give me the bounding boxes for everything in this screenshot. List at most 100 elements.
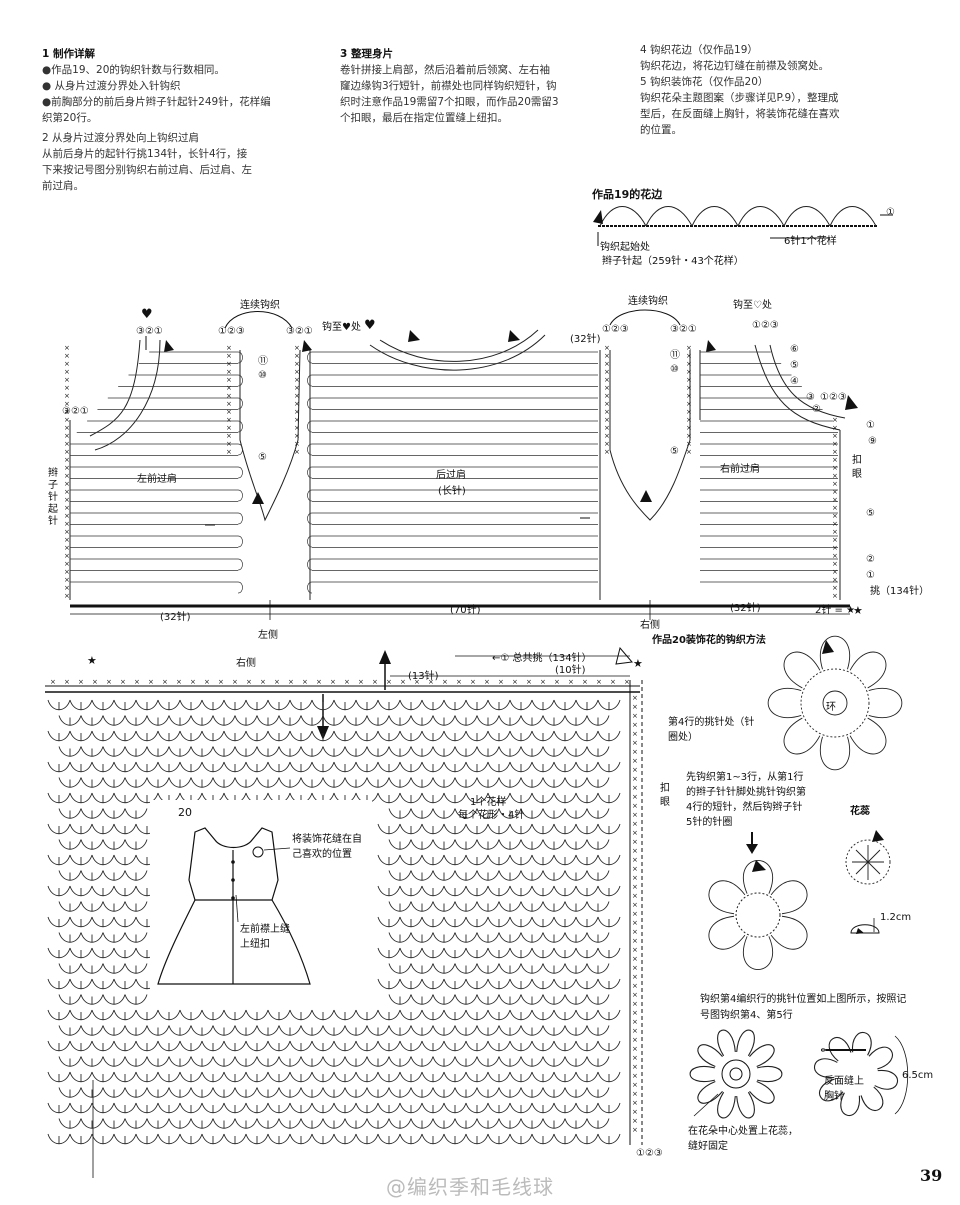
svg-text:×: × — [226, 448, 232, 456]
svg-text:×: × — [226, 408, 232, 416]
svg-text:×: × — [64, 472, 70, 480]
left-front-yoke-label: 左前过肩 — [137, 474, 177, 485]
step5-line: 5 钩织装饰花（仅作品20） — [640, 76, 769, 88]
svg-text:×: × — [64, 560, 70, 568]
svg-text:×: × — [632, 928, 638, 936]
svg-text:×: × — [832, 552, 838, 560]
svg-text:×: × — [632, 712, 638, 720]
center-note: 在花朵中心处置上花蕊，缝好固定 — [688, 1126, 798, 1152]
svg-text:×: × — [686, 400, 692, 408]
svg-text:×: × — [632, 865, 638, 873]
svg-text:×: × — [632, 703, 638, 711]
stamen-title: 花蕊 — [850, 806, 870, 817]
repeat-label-b: 每个花形・4针 — [458, 810, 525, 821]
svg-text:×: × — [386, 678, 392, 686]
step4-line: 4 钩织花边（仅作品19） — [640, 44, 758, 56]
svg-text:×: × — [148, 678, 154, 686]
svg-text:×: × — [832, 424, 838, 432]
row-num-right: ① — [866, 420, 875, 431]
svg-text:×: × — [686, 416, 692, 424]
svg-text:×: × — [632, 1027, 638, 1035]
svg-text:×: × — [484, 678, 490, 686]
right-side-label: 右侧 — [640, 620, 660, 631]
continue-label-right: 连续钩织 — [628, 296, 668, 307]
step1-title: 1 制作详解 — [42, 48, 95, 60]
svg-text:×: × — [632, 1099, 638, 1107]
svg-text:×: × — [64, 512, 70, 520]
svg-text:×: × — [632, 748, 638, 756]
svg-text:×: × — [604, 424, 610, 432]
svg-text:×: × — [64, 448, 70, 456]
step1-block: 1 制作详解 ●作品19、20的钩织针数与行数相同。 ● 从身片过渡分界处入针钩… — [42, 46, 312, 194]
two-stitches-label: 2针 = ★ — [815, 605, 856, 616]
row-num-right: ③ — [806, 392, 815, 403]
svg-text:×: × — [274, 678, 280, 686]
svg-text:×: × — [832, 544, 838, 552]
svg-text:×: × — [632, 1036, 638, 1044]
svg-text:×: × — [604, 432, 610, 440]
body-buttonhole-label: 扣眼 — [660, 783, 670, 808]
svg-text:×: × — [64, 416, 70, 424]
svg-text:×: × — [294, 408, 300, 416]
row-labels: ③②① — [136, 326, 163, 337]
row-labels: ①②③ — [820, 392, 847, 403]
row-num-right: ⑨ — [868, 436, 877, 447]
svg-text:×: × — [456, 678, 462, 686]
svg-text:×: × — [604, 408, 610, 416]
svg-text:×: × — [604, 440, 610, 448]
right-front-yoke-label: 右前过肩 — [720, 464, 760, 475]
svg-text:×: × — [526, 678, 532, 686]
svg-text:×: × — [632, 874, 638, 882]
svg-text:×: × — [832, 480, 838, 488]
svg-text:×: × — [64, 552, 70, 560]
svg-text:×: × — [632, 730, 638, 738]
svg-text:×: × — [226, 424, 232, 432]
svg-text:×: × — [330, 678, 336, 686]
svg-text:×: × — [632, 802, 638, 810]
svg-text:×: × — [632, 919, 638, 927]
svg-text:×: × — [832, 520, 838, 528]
svg-text:×: × — [686, 384, 692, 392]
edging-start-label: 钩织起始处 — [600, 242, 650, 253]
svg-text:×: × — [344, 678, 350, 686]
step2-line: 前过肩。 — [42, 180, 84, 192]
svg-text:×: × — [632, 1090, 638, 1098]
svg-text:×: × — [78, 678, 84, 686]
svg-text:×: × — [294, 360, 300, 368]
row-labels: ①②③ — [752, 320, 779, 331]
svg-text:×: × — [632, 811, 638, 819]
svg-text:×: × — [632, 793, 638, 801]
buttonhole-label: 扣眼 — [852, 455, 862, 480]
svg-text:×: × — [632, 829, 638, 837]
row-num: ⑩ — [670, 364, 679, 375]
svg-text:×: × — [832, 592, 838, 600]
svg-text:×: × — [832, 536, 838, 544]
step5-line: 型后，在反面缝上胸针，将装饰花缝在喜欢 — [640, 108, 840, 120]
svg-text:×: × — [832, 472, 838, 480]
svg-text:×: × — [632, 1009, 638, 1017]
svg-text:×: × — [226, 344, 232, 352]
svg-text:★: ★ — [87, 654, 97, 667]
brooch-note: 反面缝上胸针 — [824, 1076, 864, 1102]
svg-text:×: × — [632, 946, 638, 954]
svg-text:×: × — [632, 1045, 638, 1053]
svg-text:×: × — [604, 344, 610, 352]
row-labels: ①②③ — [218, 326, 245, 337]
count-right-label: (32针) — [730, 603, 761, 614]
svg-text:×: × — [50, 678, 56, 686]
svg-text:×: × — [686, 368, 692, 376]
row-labels: ③②① — [62, 406, 89, 417]
svg-text:×: × — [106, 678, 112, 686]
svg-text:×: × — [632, 1108, 638, 1116]
svg-text:×: × — [632, 784, 638, 792]
sequence-note: 先钩织第1~3行，从第1行的辫子针针脚处挑针钩织第4行的短针，然后钩辫子针5针的… — [686, 772, 806, 828]
svg-text:×: × — [294, 376, 300, 384]
row-num: ⑤ — [670, 446, 679, 457]
step5-line: 的位置。 — [640, 124, 682, 136]
svg-text:×: × — [632, 883, 638, 891]
svg-text:×: × — [176, 678, 182, 686]
svg-text:×: × — [632, 775, 638, 783]
row-labels: ③②① — [670, 324, 697, 335]
step4-line: 钩织花边，将花边钉缝在前襟及领窝处。 — [640, 60, 829, 72]
svg-text:×: × — [632, 910, 638, 918]
